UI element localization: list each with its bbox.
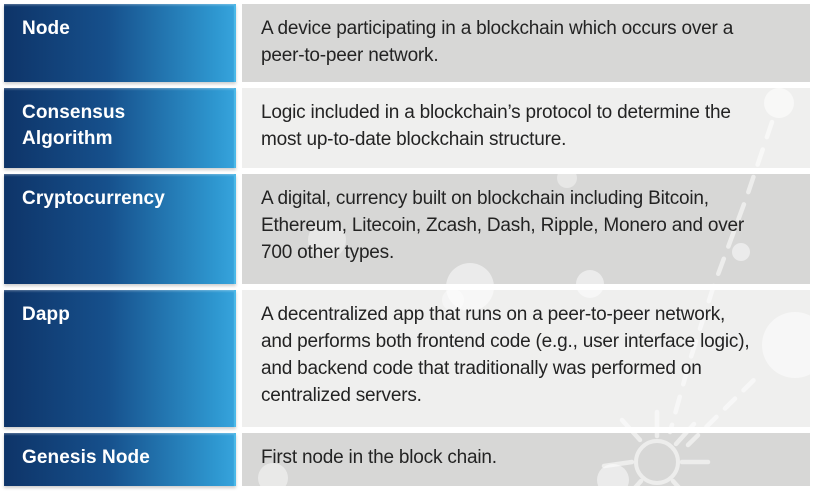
table-row: Cryptocurrency A digital, currency built…	[4, 174, 810, 284]
definition-cell: First node in the block chain.	[242, 433, 810, 486]
definition-text: Logic included in a blockchain’s protoco…	[261, 102, 731, 150]
term-cell: Dapp	[4, 290, 236, 427]
table-row: Dapp A decentralized app that runs on a …	[4, 290, 810, 427]
definition-cell: A decentralized app that runs on a peer-…	[242, 290, 810, 427]
term-label: Consensus Algorithm	[22, 102, 126, 149]
term-cell: Consensus Algorithm	[4, 88, 236, 168]
term-label: Genesis Node	[22, 447, 150, 468]
term-cell: Genesis Node	[4, 433, 236, 486]
definition-text: A device participating in a blockchain w…	[261, 18, 734, 66]
definition-cell: A digital, currency built on blockchain …	[242, 174, 810, 284]
definition-cell: Logic included in a blockchain’s protoco…	[242, 88, 810, 168]
table-row: Node A device participating in a blockch…	[4, 4, 810, 82]
term-cell: Node	[4, 4, 236, 82]
term-label: Dapp	[22, 304, 70, 325]
definition-text: A digital, currency built on blockchain …	[261, 188, 745, 263]
table-row: Genesis Node First node in the block cha…	[4, 433, 810, 486]
term-label: Cryptocurrency	[22, 188, 165, 209]
definition-text: A decentralized app that runs on a peer-…	[261, 304, 750, 406]
term-cell: Cryptocurrency	[4, 174, 236, 284]
definition-cell: A device participating in a blockchain w…	[242, 4, 810, 82]
term-label: Node	[22, 18, 70, 39]
definition-text: First node in the block chain.	[261, 447, 497, 468]
table-row: Consensus Algorithm Logic included in a …	[4, 88, 810, 168]
glossary-table: Node A device participating in a blockch…	[4, 4, 810, 486]
